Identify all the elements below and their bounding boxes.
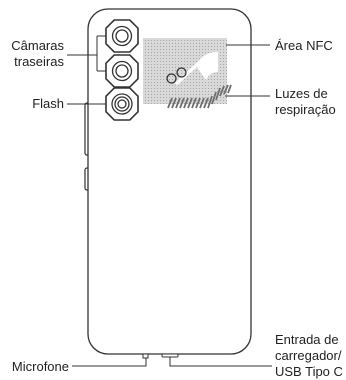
callout-lines bbox=[67, 35, 272, 367]
nfc-area bbox=[143, 38, 227, 104]
charger-leader bbox=[169, 357, 272, 367]
charger-port-label-line3: USB Tipo C bbox=[275, 364, 343, 379]
breathing-lights-label: Luzes de respiração bbox=[275, 86, 336, 118]
flash-label-text: Flash bbox=[32, 96, 64, 111]
microphone-label-text: Microfone bbox=[11, 359, 69, 374]
rear-cameras-label-line2: traseiras bbox=[14, 54, 64, 69]
breathing-lights-label-line2: respiração bbox=[275, 102, 336, 117]
link-icon bbox=[166, 67, 187, 84]
nfc-area-label-text: Área NFC bbox=[275, 38, 333, 53]
breathing-light bbox=[167, 84, 232, 109]
usb-c-port bbox=[161, 353, 179, 358]
camera-1 bbox=[105, 19, 139, 53]
rear-cameras-leader bbox=[67, 35, 106, 72]
nfc-area-label: Área NFC bbox=[275, 38, 333, 54]
charger-port-label-line1: Entrada de bbox=[275, 332, 339, 347]
camera-2 bbox=[105, 54, 139, 88]
rear-cameras-label: Câmaras traseiras bbox=[4, 38, 64, 70]
microphone-hole bbox=[142, 353, 149, 359]
charger-port-label: Entrada de carregador/ USB Tipo C bbox=[275, 332, 343, 380]
flash-module bbox=[105, 87, 139, 121]
charger-port-label-line2: carregador/ bbox=[275, 348, 342, 363]
microphone-label: Microfone bbox=[0, 359, 69, 375]
flash-label: Flash bbox=[4, 96, 64, 112]
breathing-lights-label-line1: Luzes de bbox=[275, 86, 328, 101]
microphone-leader bbox=[72, 358, 147, 367]
rear-cameras-label-line1: Câmaras bbox=[11, 38, 64, 53]
